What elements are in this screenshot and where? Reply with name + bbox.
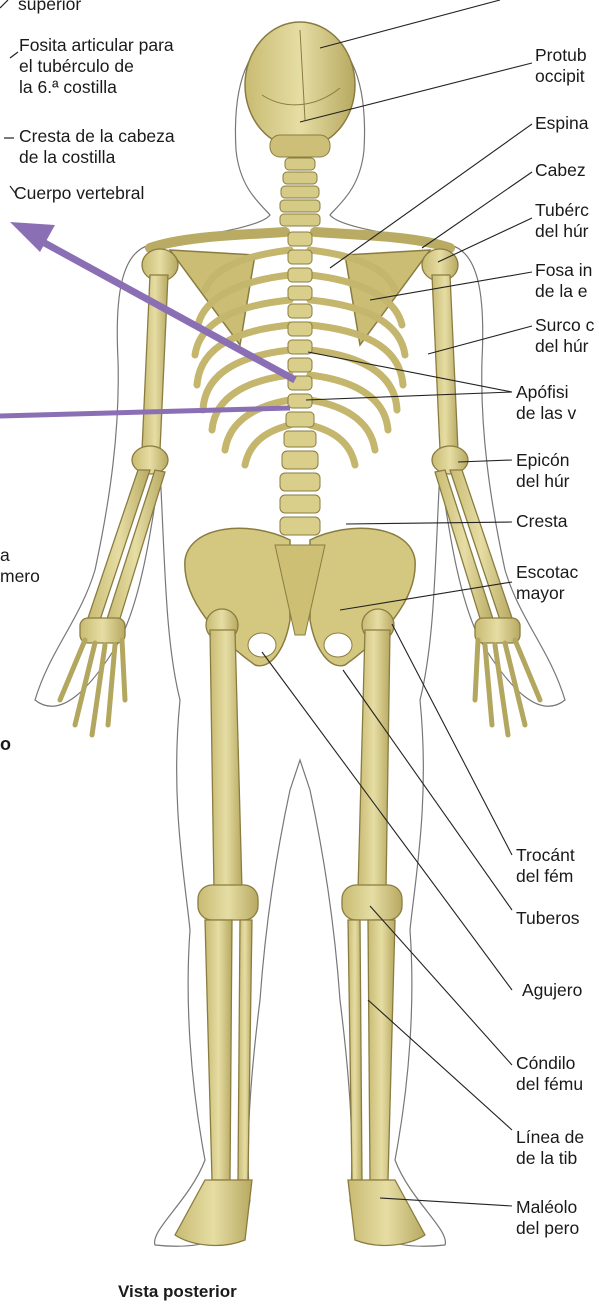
arrow-left [0, 405, 291, 419]
obturator-left [247, 632, 277, 658]
rib-cage [191, 246, 409, 469]
partial-heading: o [0, 734, 11, 754]
label-superior: superior [18, 0, 82, 14]
mandible [269, 134, 331, 158]
skull-suture [261, 29, 341, 121]
arm-right [421, 248, 521, 644]
label-humero-partial: a mero [0, 545, 40, 586]
label-cuerpo-vertebral: Cuerpo vertebral [14, 183, 145, 203]
arrow-up-left [28, 231, 297, 384]
hand-right [472, 637, 543, 738]
pelvis-right [309, 527, 416, 667]
label-fosita-articular: Fosita articular para el tubérculo de la… [19, 35, 174, 97]
label-agujero: Agujero [522, 980, 583, 1000]
right-leader-lines [261, 0, 533, 1207]
arrowhead-up-left [10, 222, 55, 252]
purple-arrows [0, 222, 297, 419]
leg-right [341, 608, 426, 1247]
leg-left [174, 608, 259, 1247]
label-cresta-cabeza-costilla: Cresta de la cabeza de la costilla [19, 126, 175, 167]
pelvis-left [184, 527, 291, 667]
clavicle-right [310, 227, 455, 253]
figure-caption: Vista posterior [118, 1282, 237, 1301]
skull [244, 21, 356, 149]
label-espina: Espina [535, 113, 589, 133]
label-tuberosidad: Tuberos [516, 908, 580, 928]
label-cresta: Cresta [516, 511, 568, 531]
arm-left [79, 248, 179, 644]
cervical-spine [279, 157, 321, 227]
hand-left [57, 637, 128, 738]
left-leader-lines [0, 0, 19, 195]
obturator-right [323, 632, 353, 658]
thoracic-lumbar-spine [279, 231, 321, 536]
sacrum [274, 544, 326, 636]
label-cabeza: Cabez [535, 160, 586, 180]
clavicle-left [145, 227, 290, 253]
body-outline [34, 29, 566, 1247]
